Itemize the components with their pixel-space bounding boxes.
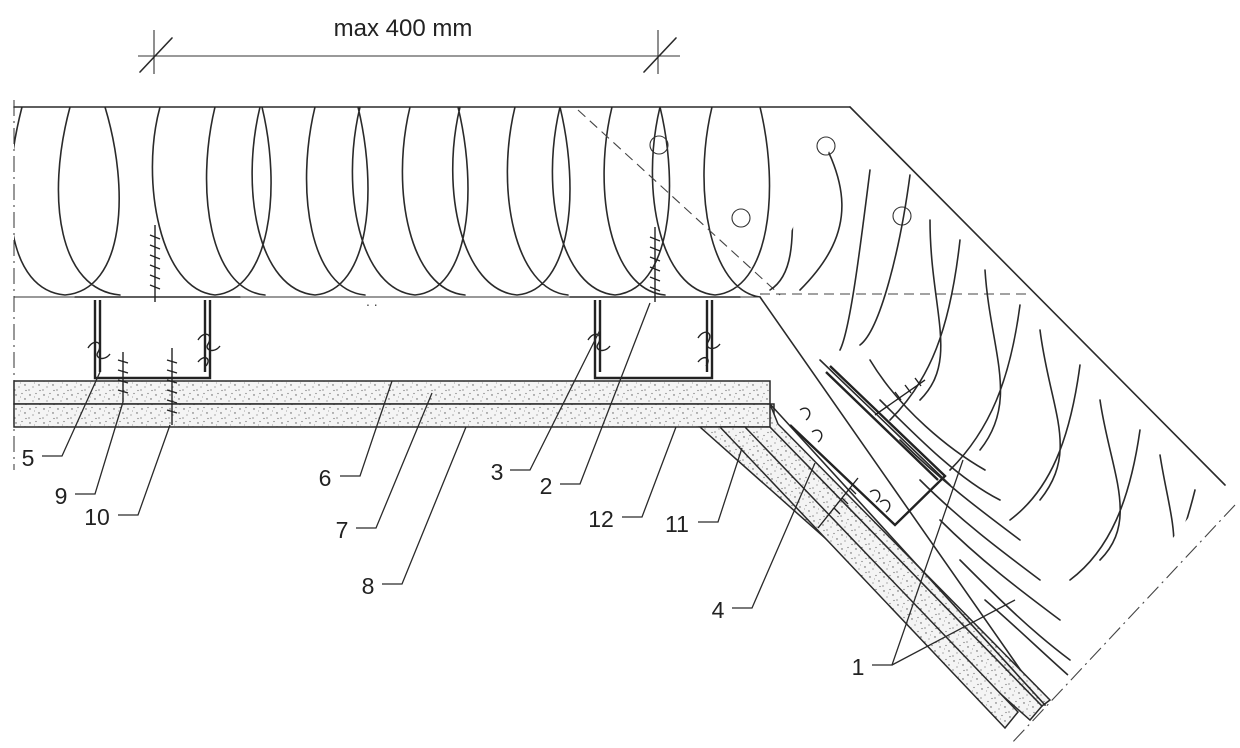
leader-lines [42,302,1016,666]
callout-10: 10 [84,504,110,530]
callout-3: 3 [491,459,504,485]
callout-5: 5 [22,445,35,471]
boards-horizontal [13,380,775,428]
callouts: 5 9 10 6 7 8 3 2 12 11 4 1 [22,445,865,680]
callout-12: 12 [588,506,614,532]
callout-8: 8 [362,573,375,599]
callout-9: 9 [55,483,68,509]
callout-6: 6 [319,465,332,491]
stud-left [74,225,241,380]
dimension-text: max 400 mm [334,15,473,42]
board-screws [117,348,859,529]
callout-4: 4 [712,597,725,623]
callout-1: 1 [852,654,865,680]
stud-diagonal [789,359,951,527]
callout-11: 11 [665,511,689,537]
diagonal-axis-line [1009,504,1236,746]
dot-marks: . . [366,293,378,309]
insulation-diagonal [759,106,1226,706]
dimension-line: max 400 mm [138,15,680,74]
boards-diagonal [698,403,1052,730]
callout-7: 7 [336,517,349,543]
callout-2: 2 [540,473,553,499]
